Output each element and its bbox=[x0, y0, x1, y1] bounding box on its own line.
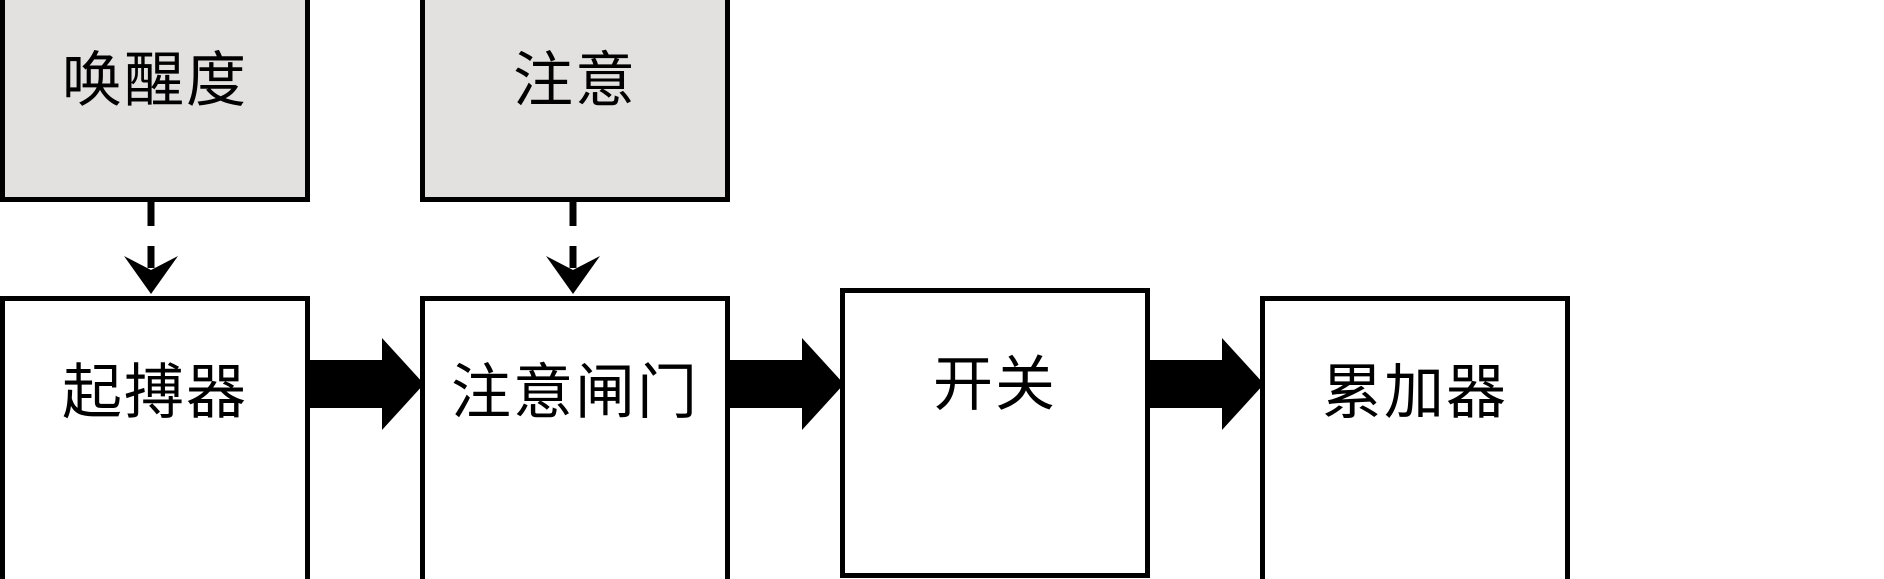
node-label-arousal: 唤醒度 bbox=[62, 48, 248, 114]
block-arrow-gate-to-switch bbox=[730, 338, 844, 430]
node-label-pacemaker: 起搏器 bbox=[62, 360, 248, 426]
node-pacemaker[interactable]: 起搏器 bbox=[0, 296, 310, 579]
node-label-switch: 开关 bbox=[933, 352, 1057, 418]
arrowhead-barbed bbox=[546, 256, 600, 294]
node-attention-gate[interactable]: 注意闸门 bbox=[420, 296, 730, 579]
node-label-accumulator: 累加器 bbox=[1322, 360, 1508, 426]
dashed-arrow-attention-to-gate bbox=[546, 200, 600, 294]
node-label-attention-gate: 注意闸门 bbox=[451, 360, 699, 426]
dashed-arrow-arousal-to-pacemaker bbox=[124, 200, 178, 294]
node-switch[interactable]: 开关 bbox=[840, 288, 1150, 578]
node-accumulator[interactable]: 累加器 bbox=[1260, 296, 1570, 579]
node-arousal[interactable]: 唤醒度 bbox=[0, 0, 310, 202]
block-arrow-shape bbox=[310, 338, 424, 430]
block-arrow-pacemaker-to-gate bbox=[310, 338, 424, 430]
block-arrow-shape bbox=[730, 338, 844, 430]
node-attention[interactable]: 注意 bbox=[420, 0, 730, 202]
block-arrow-shape bbox=[1150, 338, 1264, 430]
block-arrow-switch-to-accumulator bbox=[1150, 338, 1264, 430]
arrowhead-barbed bbox=[124, 256, 178, 294]
node-label-attention: 注意 bbox=[513, 48, 637, 114]
